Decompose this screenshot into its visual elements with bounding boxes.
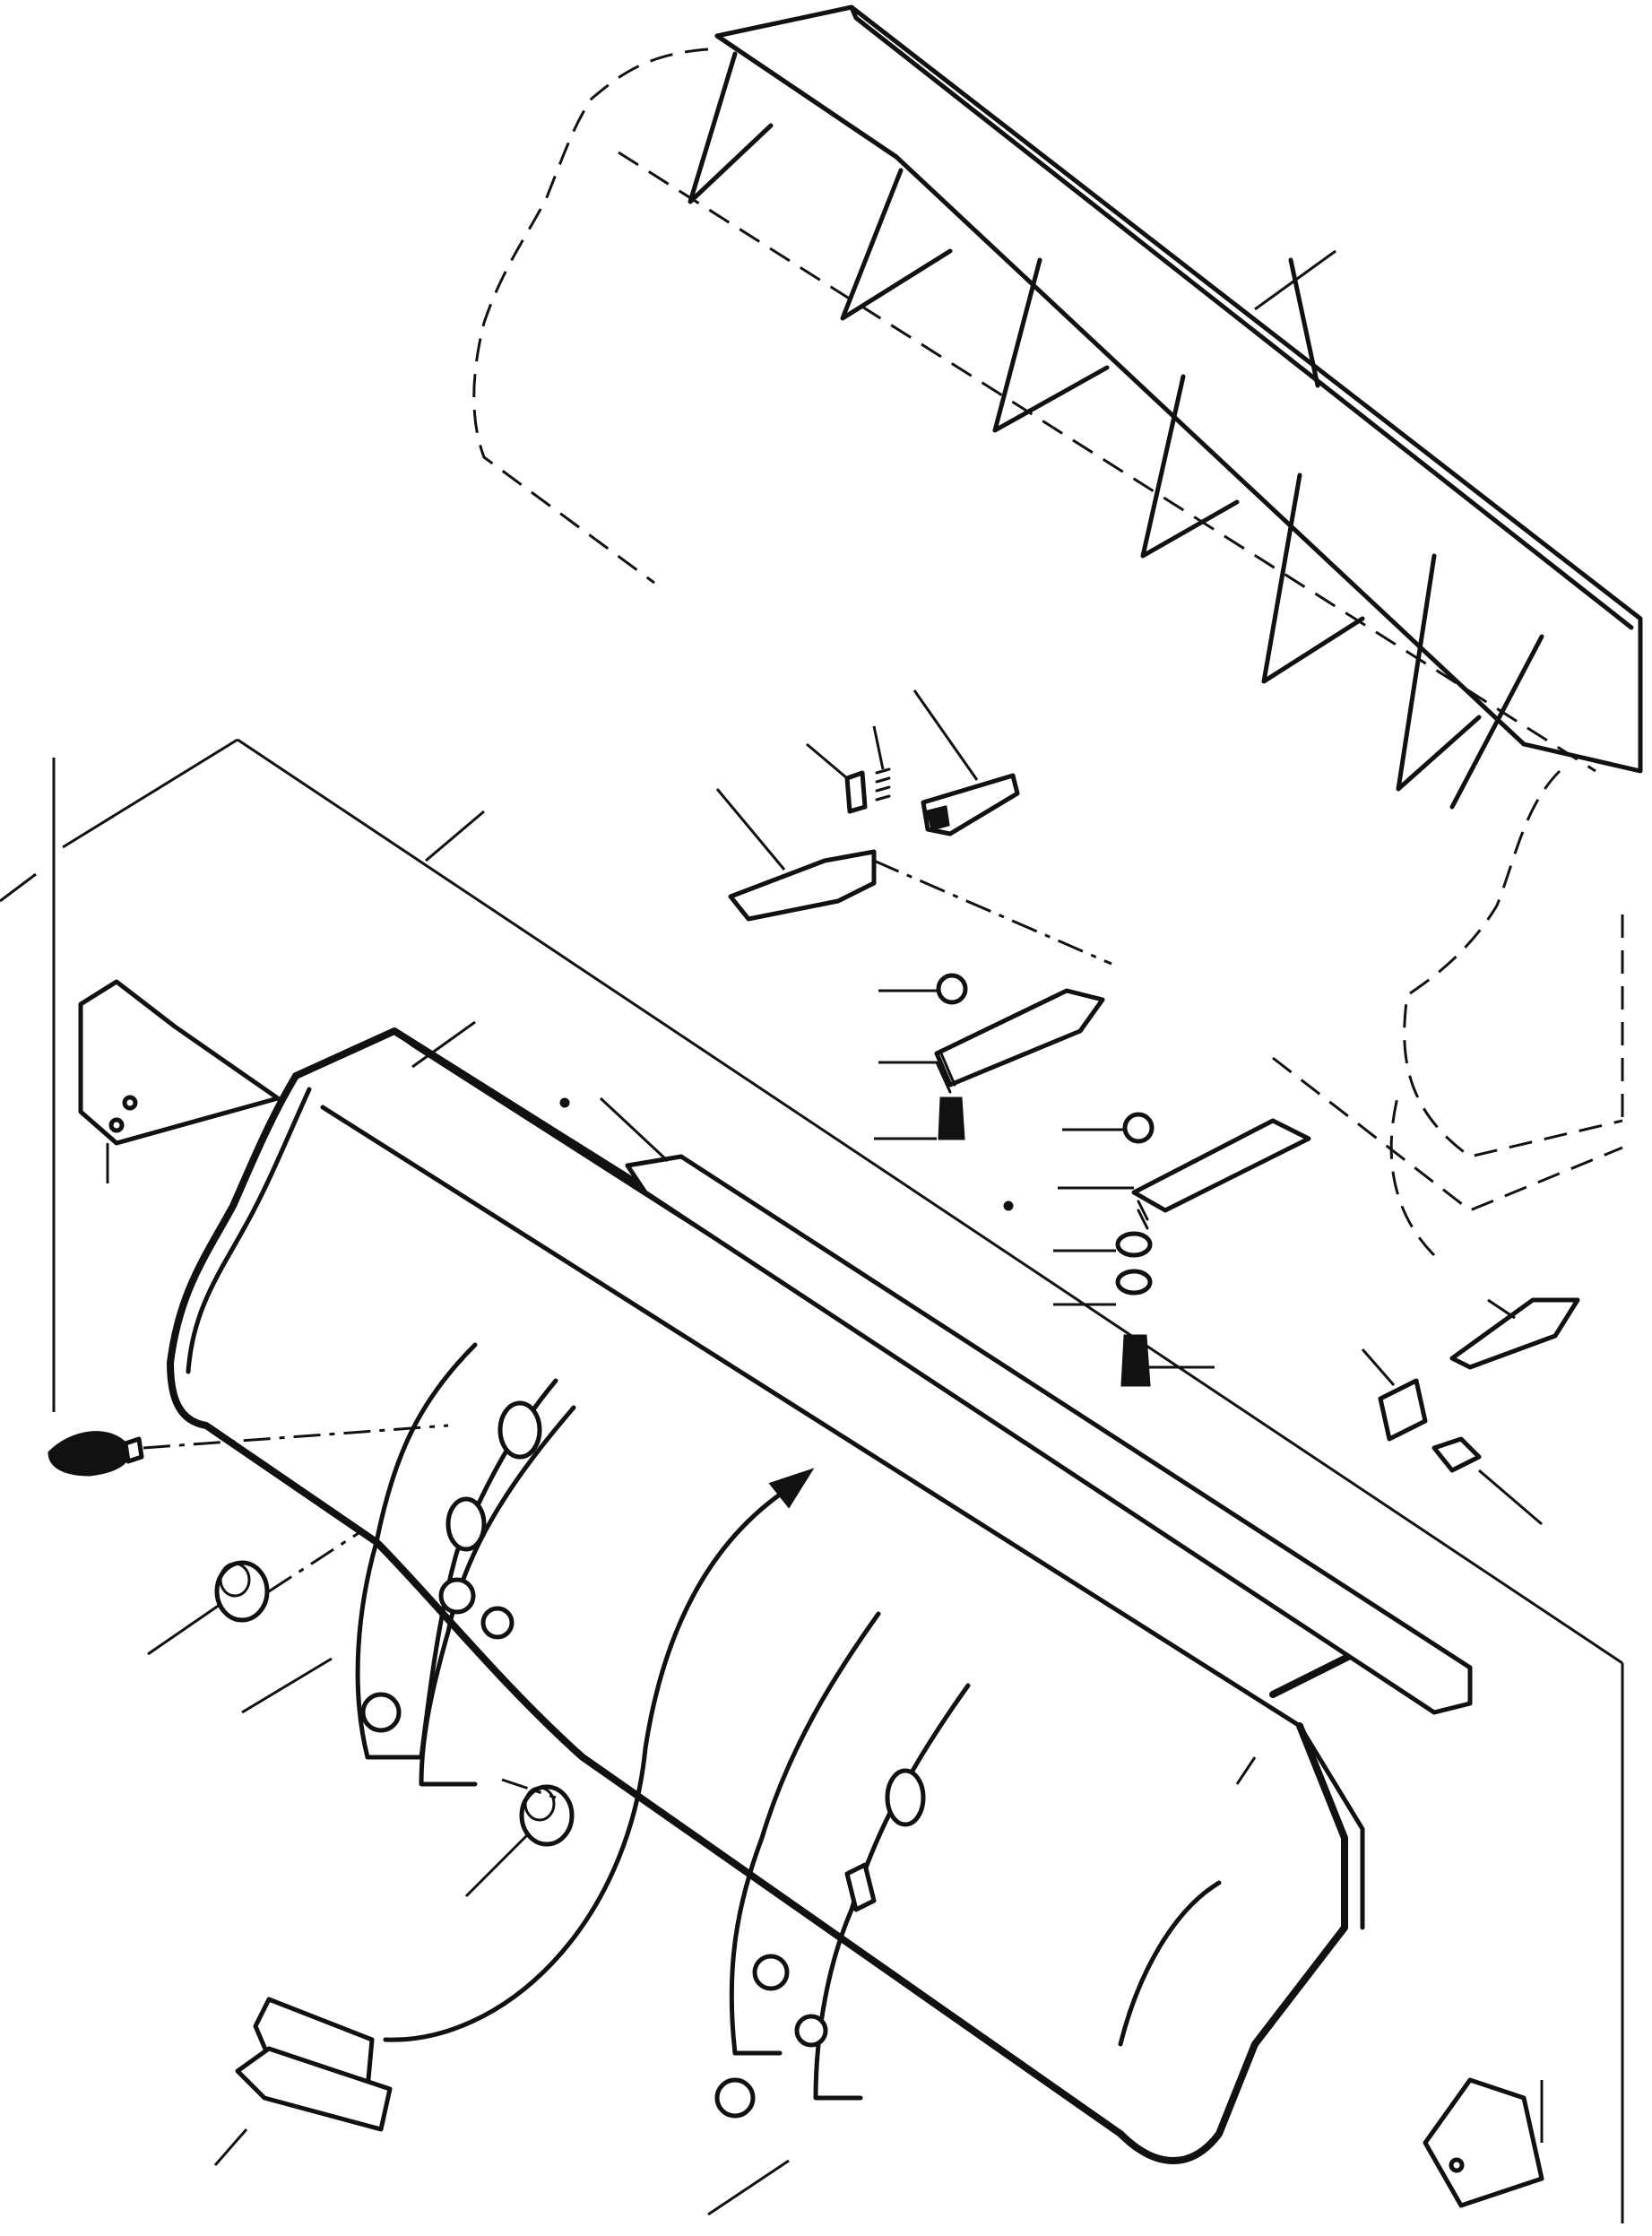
corner-plate-right — [1423, 2077, 1544, 2208]
washer-icon — [1115, 1231, 1153, 1258]
bushing-left — [147, 1531, 359, 1656]
washer-icon — [1115, 1269, 1153, 1296]
rubber-block — [213, 1997, 393, 2166]
side-tooth-parts — [1361, 1297, 1580, 1526]
bolt-icon — [1120, 1334, 1151, 1387]
alternate-bucket-outline — [472, 48, 1624, 1257]
leader-line — [425, 810, 485, 862]
leader-line — [707, 2159, 790, 2216]
cutting-edge-bolt-set-1 — [874, 973, 1105, 1140]
adapter-tooth-parts — [715, 689, 1112, 966]
leader-line — [241, 1657, 333, 1714]
nut-icon — [936, 973, 968, 1005]
tooth-rail-assembly — [688, 4, 1643, 810]
arrow-head-icon — [768, 1468, 815, 1509]
nut-icon — [1122, 1112, 1155, 1144]
corner-plate-left — [78, 979, 281, 1183]
main-bucket — [52, 738, 1624, 2223]
bullet-cap — [48, 1424, 449, 1477]
bolt-icon — [938, 1096, 965, 1140]
leader-line — [1254, 249, 1336, 311]
bushing-lower — [464, 1778, 575, 1898]
cutting-edge-bolt-set-2 — [1053, 1112, 1311, 1387]
leader-line — [411, 1020, 476, 1069]
leader-line — [1235, 1756, 1257, 1785]
leader-line — [0, 872, 37, 903]
